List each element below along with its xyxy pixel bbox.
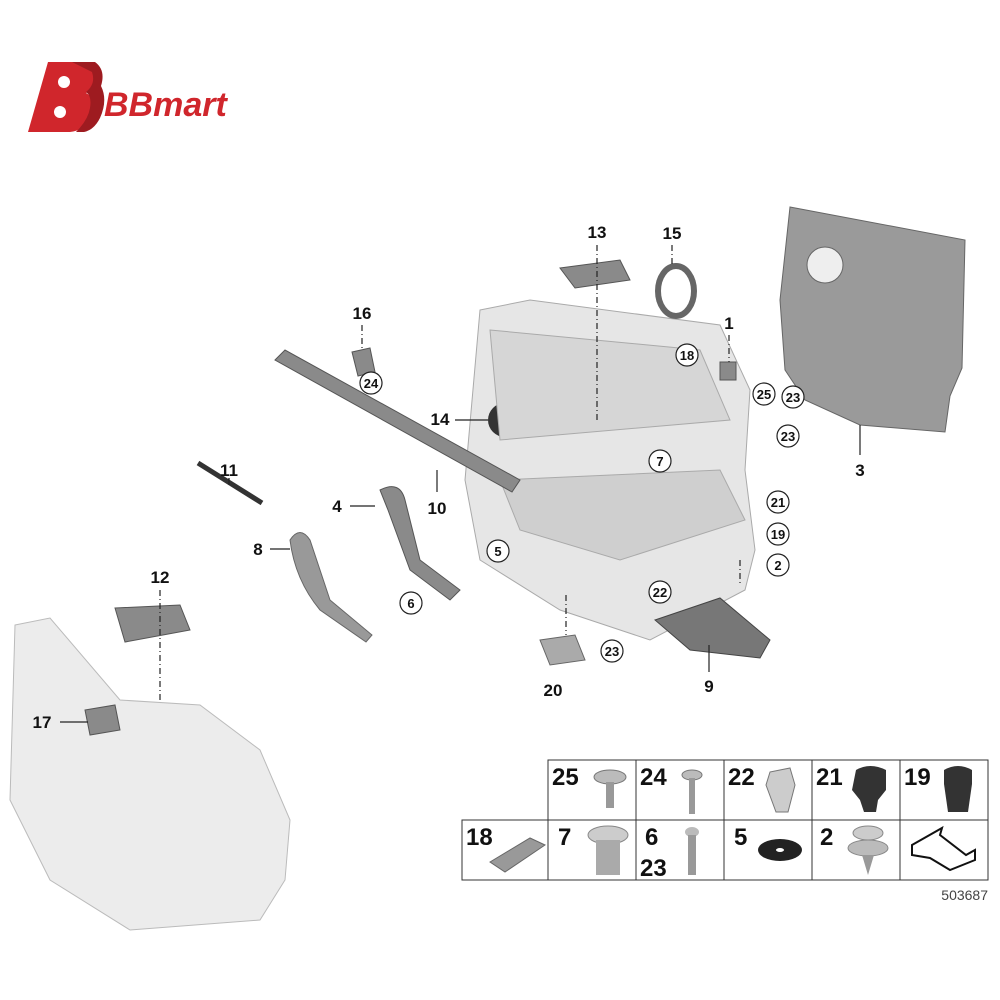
callouts: 13 15 1 16 14 11 10 4 8 3 12 20 9 17 bbox=[33, 223, 865, 732]
trim-10 bbox=[274, 349, 521, 493]
svg-text:1: 1 bbox=[724, 314, 733, 333]
callout-18: 18 bbox=[680, 348, 694, 363]
table-label-21: 21 bbox=[816, 764, 843, 791]
leader-lines bbox=[60, 245, 861, 723]
callout-7: 7 bbox=[656, 454, 663, 469]
handle-8 bbox=[289, 532, 373, 643]
diagram-number: 503687 bbox=[941, 887, 988, 903]
svg-text:4: 4 bbox=[332, 497, 342, 516]
svg-text:13: 13 bbox=[588, 223, 607, 242]
armrest-9 bbox=[654, 597, 771, 659]
svg-text:8: 8 bbox=[253, 540, 262, 559]
logo-text: BBmart bbox=[104, 86, 228, 124]
switch-block-12 bbox=[114, 604, 191, 643]
sound-insulation-panel bbox=[779, 206, 966, 433]
svg-text:14: 14 bbox=[431, 410, 450, 429]
table-label-7: 7 bbox=[558, 824, 571, 851]
door-assembly bbox=[9, 617, 291, 931]
bbmart-logo: BBmart bbox=[28, 62, 228, 132]
speaker-ring-15 bbox=[655, 263, 697, 319]
callout-19: 19 bbox=[771, 527, 785, 542]
svg-text:12: 12 bbox=[151, 568, 170, 587]
table-label-23: 23 bbox=[640, 855, 667, 882]
part-16 bbox=[351, 347, 376, 377]
svg-text:3: 3 bbox=[855, 461, 864, 480]
parts-table bbox=[461, 759, 989, 881]
callout-2: 2 bbox=[774, 558, 781, 573]
table-label-18: 18 bbox=[466, 824, 493, 851]
table-label-25: 25 bbox=[552, 764, 579, 791]
strip-11 bbox=[196, 460, 264, 506]
circled-callouts bbox=[359, 343, 805, 663]
callout-23: 23 bbox=[786, 390, 800, 405]
svg-text:16: 16 bbox=[353, 304, 372, 323]
table-label-2: 2 bbox=[820, 824, 833, 851]
svg-text:11: 11 bbox=[220, 461, 238, 480]
clip-1 bbox=[719, 361, 737, 381]
table-label-6: 6 bbox=[645, 824, 658, 851]
callout-6: 6 bbox=[407, 596, 414, 611]
callout-22: 22 bbox=[653, 585, 667, 600]
direction-arrow-icon bbox=[911, 825, 976, 872]
callout-23: 23 bbox=[781, 429, 795, 444]
callout-21: 21 bbox=[771, 495, 785, 510]
table-label-19: 19 bbox=[904, 764, 931, 791]
carrier-4 bbox=[379, 486, 461, 601]
table-label-22: 22 bbox=[728, 764, 755, 791]
svg-text:17: 17 bbox=[33, 713, 52, 732]
table-label-5: 5 bbox=[734, 824, 747, 851]
part-20 bbox=[539, 634, 586, 666]
callout-23: 23 bbox=[605, 644, 619, 659]
svg-text:20: 20 bbox=[544, 681, 563, 700]
callout-24: 24 bbox=[364, 376, 379, 391]
svg-text:15: 15 bbox=[663, 224, 682, 243]
switch-13 bbox=[559, 259, 631, 289]
table-label-24: 24 bbox=[640, 764, 667, 791]
callout-5: 5 bbox=[494, 544, 501, 559]
svg-text:10: 10 bbox=[428, 499, 447, 518]
svg-text:9: 9 bbox=[704, 677, 713, 696]
callout-25: 25 bbox=[757, 387, 771, 402]
fastener-icons bbox=[489, 766, 976, 875]
